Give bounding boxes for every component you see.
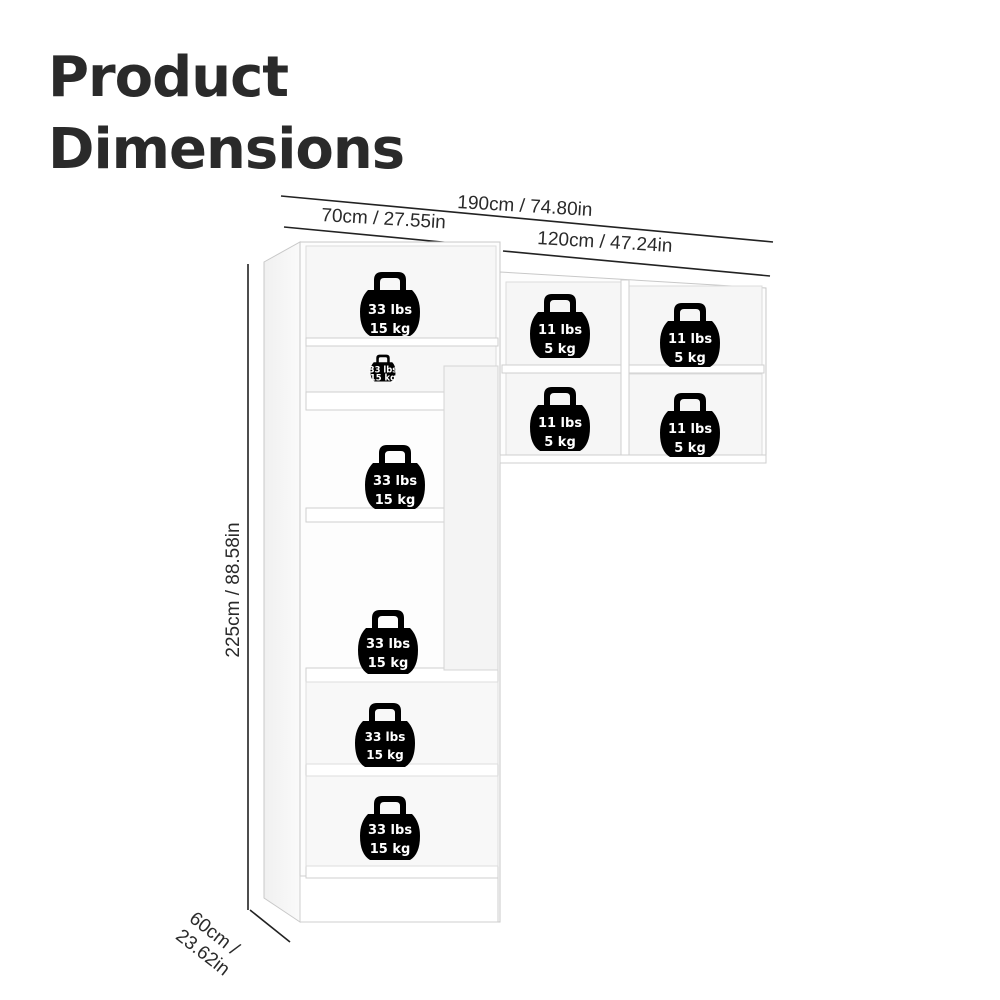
weight-kg-label: 15 kg	[370, 842, 411, 857]
tall-inner-divider	[443, 365, 499, 671]
weight-lbs-label: 11 lbs	[668, 422, 712, 437]
title-line-2: Dimensions	[48, 117, 405, 182]
weight-lbs-label: 33 lbs	[369, 364, 397, 374]
weight-icon: 33 lbs 15 kg	[355, 703, 415, 767]
weight-lbs-label: 33 lbs	[365, 730, 406, 744]
weight-kg-label: 5 kg	[674, 351, 706, 366]
page-title: Product Dimensions	[48, 42, 405, 186]
total-width-line	[280, 195, 774, 243]
weight-lbs-label: 33 lbs	[366, 637, 410, 652]
tall-unit-plinth	[299, 875, 499, 923]
weight-icon: 33 lbs 15 kg	[360, 272, 420, 337]
right-width-line	[502, 250, 771, 277]
weight-icon: 11 lbs 5 kg	[530, 294, 590, 358]
depth-line	[249, 909, 291, 943]
title-line-1: Product	[48, 45, 289, 110]
weight-icon: 33 lbs 15 kg	[360, 796, 420, 860]
weight-lbs-label: 11 lbs	[538, 416, 582, 431]
weight-kg-label: 15 kg	[366, 748, 403, 762]
tall-shelf-1	[305, 337, 499, 347]
weight-icon: 33 lbs 15 kg	[358, 610, 418, 674]
wall-unit-bottom	[499, 454, 767, 464]
weight-icon: 11 lbs 5 kg	[660, 393, 720, 457]
weight-lbs-label: 33 lbs	[368, 823, 412, 838]
weight-lbs-label: 33 lbs	[373, 474, 417, 489]
weight-kg-label: 5 kg	[544, 342, 576, 357]
weight-kg-label: 15 kg	[368, 656, 409, 671]
weight-kg-label: 15 kg	[375, 493, 416, 508]
weight-icon: 11 lbs 5 kg	[530, 387, 590, 451]
tall-shelf-6	[305, 865, 499, 879]
weight-lbs-label: 11 lbs	[538, 323, 582, 338]
weight-kg-label: 5 kg	[544, 435, 576, 450]
weight-kg-label: 15 kg	[370, 322, 411, 337]
tall-unit-side-panel	[263, 241, 301, 923]
weight-lbs-label: 11 lbs	[668, 332, 712, 347]
weight-kg-label: 15 kg	[370, 373, 396, 383]
weight-kg-label: 5 kg	[674, 441, 706, 456]
weight-icon: 33 lbs 15 kg	[365, 445, 425, 509]
wall-unit-shelf	[501, 364, 765, 374]
weight-icon: 33 lbs 15 kg	[369, 354, 397, 383]
wall-unit-divider	[620, 279, 630, 461]
dimension-lines	[247, 195, 774, 943]
weight-icon: 11 lbs 5 kg	[660, 303, 720, 367]
height-label: 225cm / 88.58in	[223, 522, 244, 658]
tall-unit	[263, 241, 501, 923]
weight-lbs-label: 33 lbs	[368, 303, 412, 318]
